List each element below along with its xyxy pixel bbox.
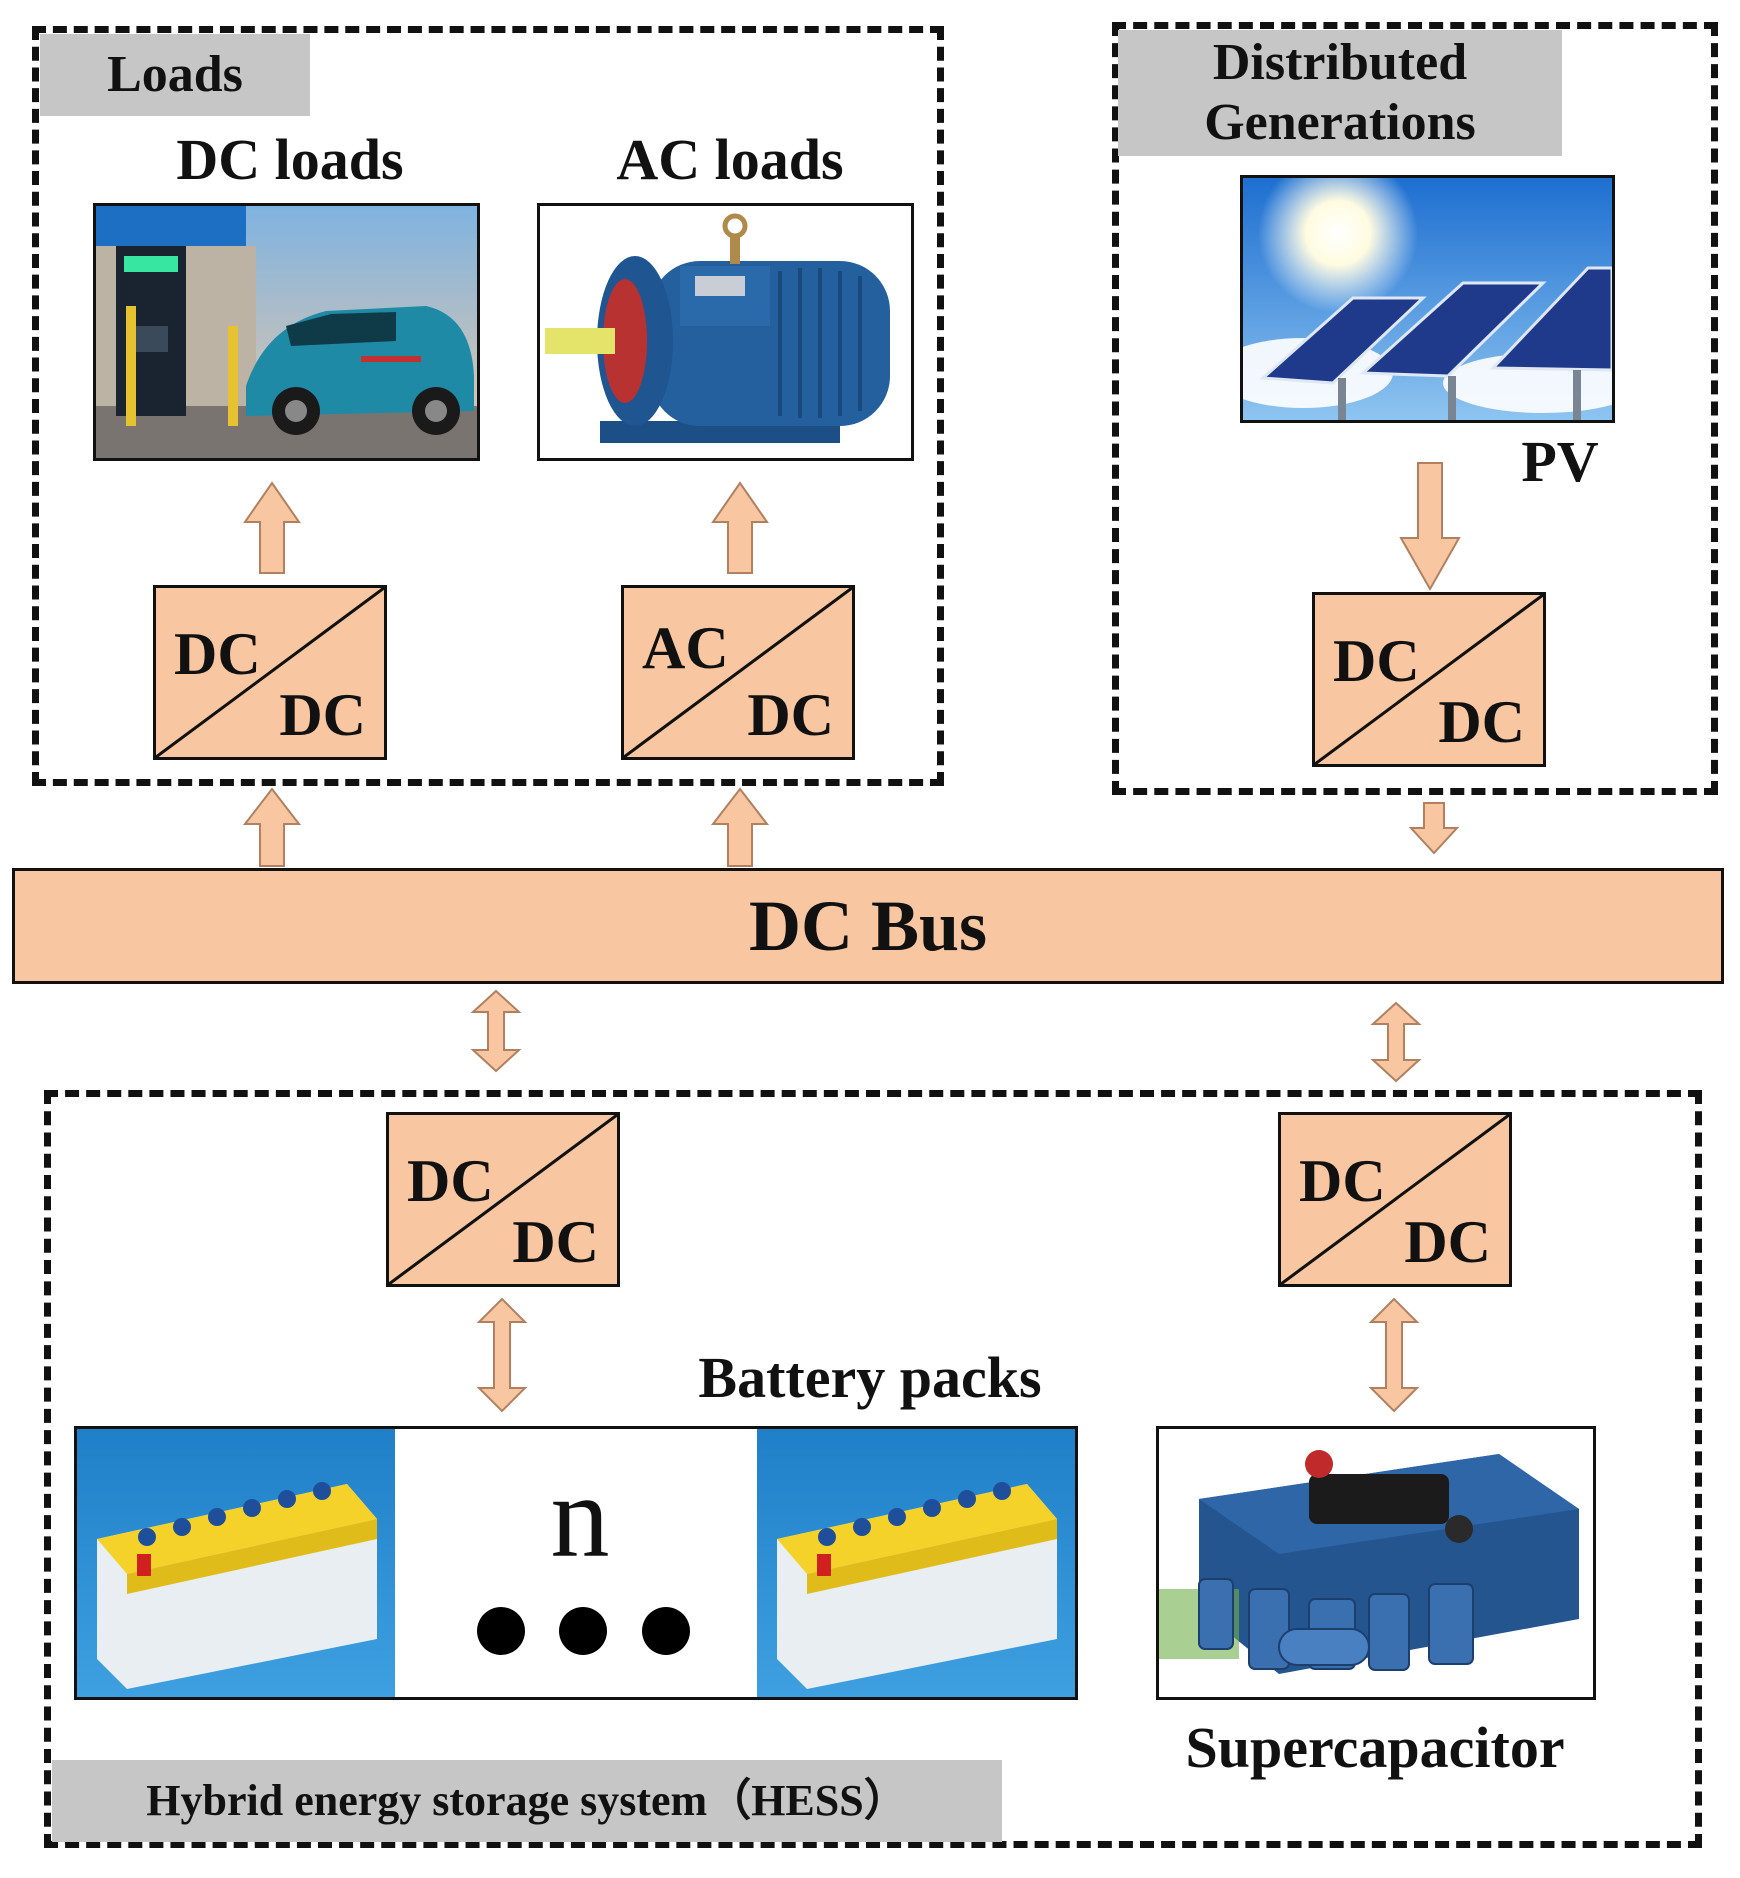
- converter-input-label: DC: [174, 621, 261, 687]
- battery-packs-label: Battery packs: [698, 1345, 1042, 1410]
- converter-output-label: DC: [279, 682, 366, 748]
- tag-line-2: Generations: [1204, 94, 1476, 151]
- ev-charging-image: [96, 206, 477, 458]
- arrow-up-ac-load: [711, 481, 769, 574]
- pv-label: PV: [1521, 429, 1599, 494]
- ac-motor-photo: [537, 203, 914, 461]
- converter-input-label: DC: [1333, 628, 1420, 694]
- supercapacitor-photo: [1156, 1426, 1596, 1700]
- converter-output-label: DC: [1404, 1209, 1491, 1275]
- ac-motor-image: [540, 206, 911, 458]
- arrow-down-dg-to-bus: [1408, 802, 1460, 855]
- arrow-up-bus-to-dc-converter: [242, 787, 302, 867]
- pv-panels-photo: [1240, 175, 1615, 423]
- arrow-up-bus-to-ac-converter: [710, 787, 770, 867]
- supercapacitor-label: Supercapacitor: [1185, 1715, 1565, 1780]
- dc-bus: DC Bus: [12, 868, 1724, 984]
- converter-input-label: DC: [1299, 1148, 1386, 1214]
- converter-output-label: DC: [747, 682, 834, 748]
- ac-loads-label: AC loads: [616, 127, 844, 192]
- pv-dc-dc-converter: DC DC: [1312, 592, 1546, 767]
- converter-input-label: DC: [407, 1148, 494, 1214]
- arrow-down-pv-to-converter: [1399, 462, 1461, 592]
- converter-output-label: DC: [512, 1209, 599, 1275]
- battery-packs-image: [77, 1429, 1075, 1697]
- pv-panels-image: [1243, 178, 1612, 420]
- converter-input-label: AC: [642, 615, 729, 681]
- dc-loads-label: DC loads: [176, 127, 404, 192]
- tag-line-1: Distributed: [1212, 34, 1468, 92]
- battery-packs-photo: [74, 1426, 1078, 1700]
- battery-count-n: n: [550, 1451, 610, 1582]
- arrow-bidirectional-converter-supercap: [1368, 1297, 1420, 1413]
- distributed-generation-tag: Distributed Generations: [1118, 30, 1562, 156]
- ev-charging-photo: [93, 203, 480, 461]
- hess-tag: Hybrid energy storage system（HESS）: [52, 1760, 1002, 1842]
- loads-tag: Loads: [40, 34, 310, 116]
- arrow-bidirectional-bus-supercap: [1370, 1001, 1422, 1083]
- battery-dc-dc-converter: DC DC: [386, 1112, 620, 1287]
- arrow-up-dc-load: [243, 481, 301, 574]
- supercap-dc-dc-converter: DC DC: [1278, 1112, 1512, 1287]
- supercapacitor-image: [1159, 1429, 1593, 1697]
- loads-group-box: [32, 26, 944, 786]
- distributed-generation-box: [1112, 22, 1718, 795]
- converter-output-label: DC: [1438, 689, 1525, 755]
- ac-dc-load-converter: AC DC: [621, 585, 855, 760]
- hess-group-box: [44, 1090, 1702, 1848]
- arrow-bidirectional-converter-battery: [476, 1297, 528, 1413]
- dc-dc-load-converter: DC DC: [153, 585, 387, 760]
- arrow-bidirectional-bus-battery: [470, 989, 522, 1073]
